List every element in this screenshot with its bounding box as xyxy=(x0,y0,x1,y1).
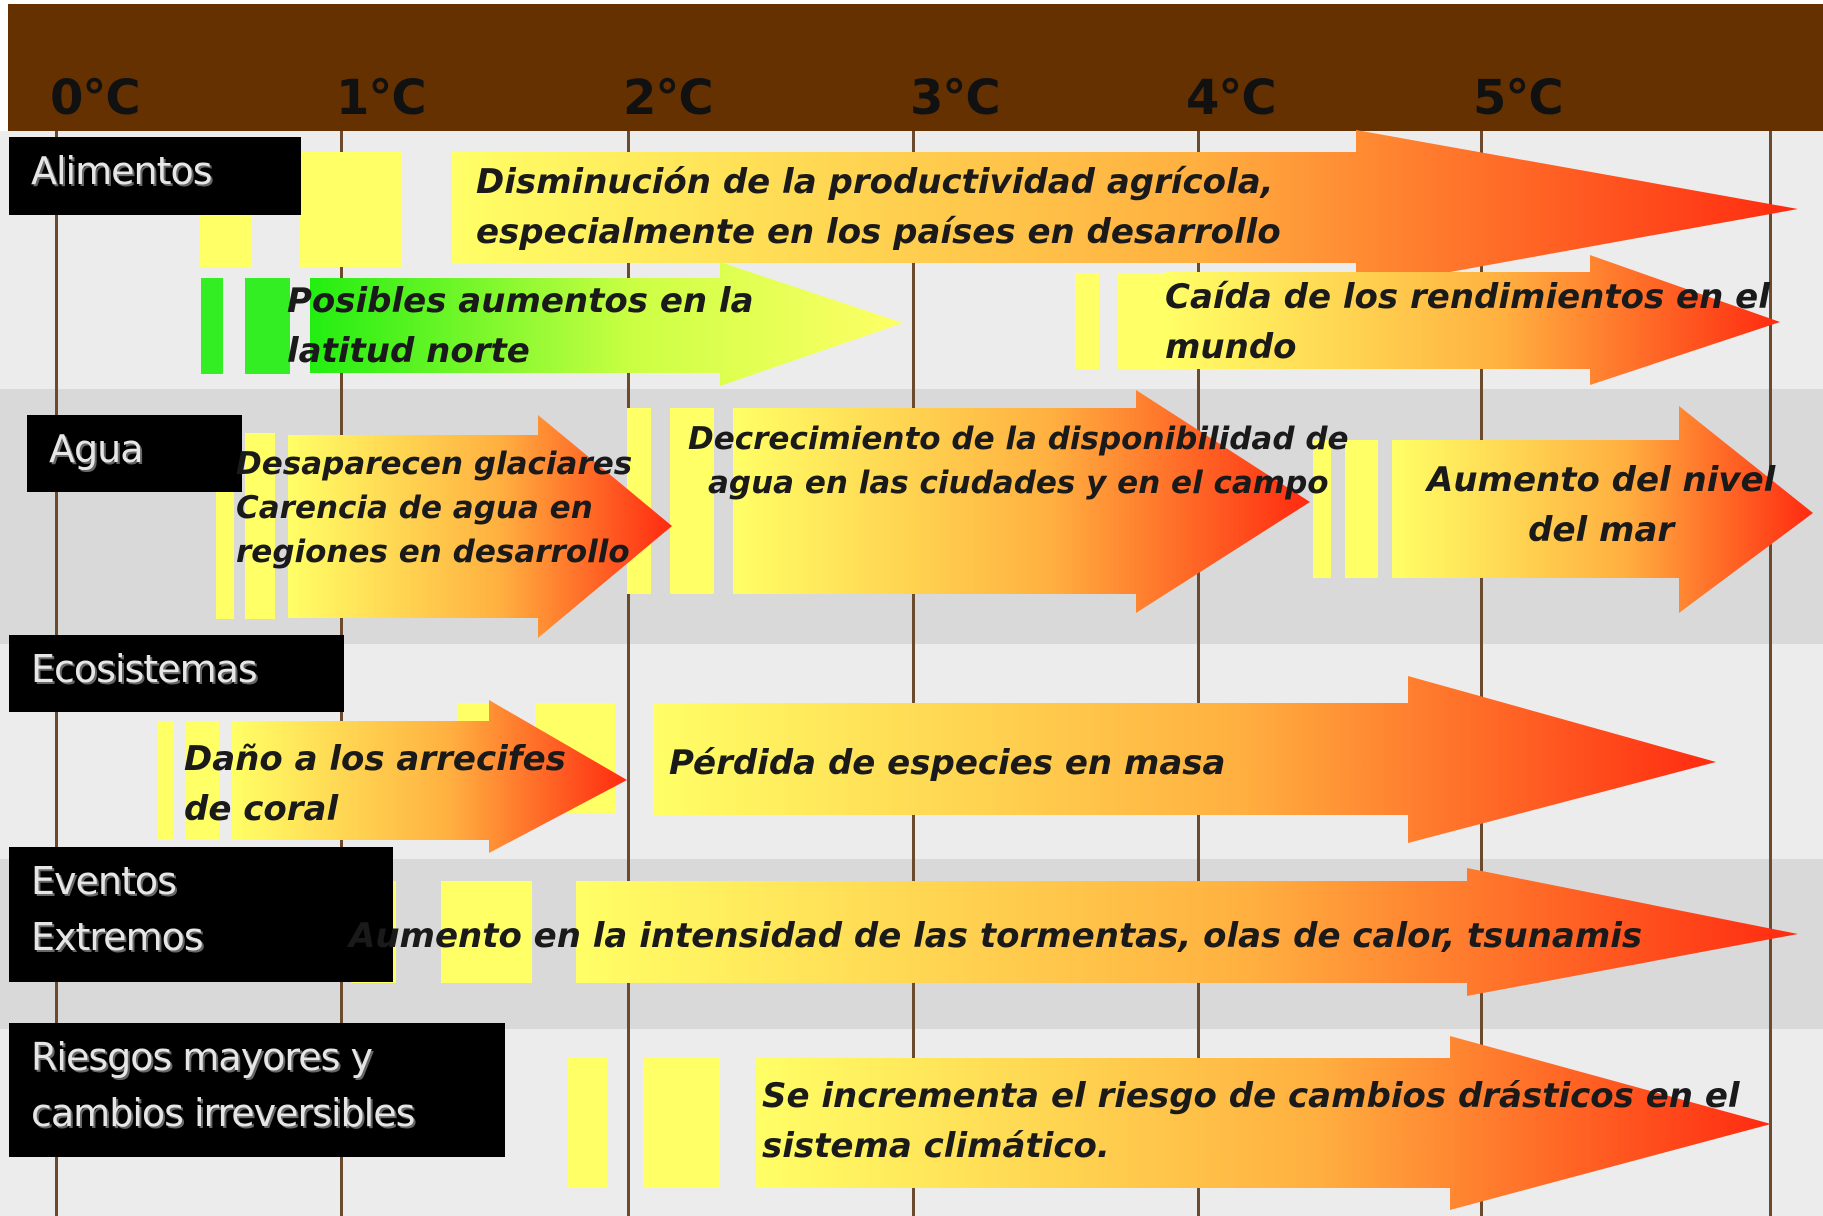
impact-text-line: Se incrementa el riesgo de cambios drást… xyxy=(762,1076,1740,1116)
temperature-axis-bar xyxy=(8,4,1823,131)
tick-label-0c: 0°C xyxy=(50,70,141,126)
impact-text-line: Aumento en la intensidad de las tormenta… xyxy=(349,916,1643,956)
tick-label-5c: 5°C xyxy=(1473,70,1564,126)
gridline-3c xyxy=(912,131,915,1216)
category-label-ecosystems: Ecosistemas xyxy=(9,635,344,712)
arrow-eco-species xyxy=(653,676,1716,843)
impact-text-line: de coral xyxy=(184,789,339,829)
tick-label-3c: 3°C xyxy=(910,70,1001,126)
category-label-risks: Riesgos mayores y cambios irreversibles xyxy=(9,1023,505,1157)
transition-block xyxy=(441,881,532,983)
impact-text-line: Carencia de agua en xyxy=(236,490,593,526)
arrow-water-sea-level xyxy=(1392,406,1813,613)
tick-label-2c: 2°C xyxy=(623,70,714,126)
category-label-extreme-events-line: Extremos xyxy=(31,915,204,959)
category-label-extreme-events: Eventos Extremos xyxy=(9,847,393,982)
impact-text-line: regiones en desarrollo xyxy=(236,534,630,570)
transition-block xyxy=(1118,273,1165,369)
impact-text-extreme-storms: Aumento en la intensidad de las tormenta… xyxy=(349,911,1642,961)
category-label-water: Agua xyxy=(27,415,242,492)
category-label-water-text: Agua xyxy=(49,427,144,471)
transition-block xyxy=(200,205,252,267)
tick-label-1c: 1°C xyxy=(336,70,427,126)
category-label-risks-line: cambios irreversibles xyxy=(31,1091,415,1135)
impact-text-line: mundo xyxy=(1165,327,1297,367)
arrow-risks-climate xyxy=(756,1036,1771,1210)
transition-block xyxy=(1345,440,1378,578)
arrow-food-yields xyxy=(1165,255,1780,385)
impact-text-food-productivity: Disminución de la productividad agrícola… xyxy=(476,157,1281,257)
category-label-food-text: Alimentos xyxy=(31,149,213,193)
transition-block xyxy=(300,152,402,267)
transition-block xyxy=(1075,273,1099,369)
arrow-eco-coral xyxy=(232,700,627,853)
transition-block xyxy=(245,433,275,619)
category-label-food: Alimentos xyxy=(9,137,301,215)
impact-text-eco-coral: Daño a los arrecifes de coral xyxy=(184,734,566,834)
arrow-extreme-storms xyxy=(576,868,1798,996)
impact-text-line: Disminución de la productividad agrícola… xyxy=(476,162,1274,202)
impact-text-line: agua en las ciudades y en el campo xyxy=(707,465,1329,501)
impact-text-water-sea-level: Aumento del nivel del mar xyxy=(1427,455,1775,555)
impact-text-line: Aumento del nivel xyxy=(1427,460,1776,500)
impact-text-line: Caída de los rendimientos en el xyxy=(1165,277,1770,317)
impact-text-food-yields: Caída de los rendimientos en el mundo xyxy=(1165,272,1770,372)
impact-text-line: especialmente en los países en desarroll… xyxy=(476,212,1281,252)
category-label-ecosystems-line: Ecosistemas xyxy=(31,647,258,691)
transition-block xyxy=(1313,440,1331,578)
gridline-2c xyxy=(627,131,630,1216)
arrow-water-availability xyxy=(733,390,1310,613)
transition-block xyxy=(158,721,174,840)
gridline-4c xyxy=(1197,131,1200,1216)
impact-text-line: Posibles aumentos en la xyxy=(287,281,754,321)
impact-text-line: Decrecimiento de la disponibilidad de xyxy=(688,421,1349,457)
impact-text-water-glaciers: Desaparecen glaciares Carencia de agua e… xyxy=(236,442,632,574)
arrow-food-productivity xyxy=(452,130,1798,289)
category-label-extreme-events-line: Eventos xyxy=(31,859,177,903)
arrow-water-glaciers xyxy=(288,415,672,638)
impact-text-line: del mar xyxy=(1528,510,1675,550)
gridline-6c xyxy=(1769,131,1772,1216)
category-label-risks-line: Riesgos mayores y xyxy=(31,1035,373,1079)
arrow-food-north xyxy=(310,262,903,386)
transition-block xyxy=(186,721,219,840)
transition-block-green xyxy=(201,278,223,374)
impact-text-line: sistema climático. xyxy=(762,1126,1110,1166)
impact-text-line: latitud norte xyxy=(287,331,530,371)
impact-text-eco-species: Pérdida de especies en masa xyxy=(669,738,1225,788)
impact-text-line: Desaparecen glaciares xyxy=(236,446,633,482)
transition-block-green xyxy=(245,278,290,374)
impact-text-food-north: Posibles aumentos en la latitud norte xyxy=(287,276,754,376)
tick-label-4c: 4°C xyxy=(1186,70,1277,126)
impact-text-line: Daño a los arrecifes xyxy=(184,739,566,779)
impact-text-risks-climate: Se incrementa el riesgo de cambios drást… xyxy=(762,1071,1740,1171)
transition-block xyxy=(670,408,714,594)
impact-text-water-availability: Decrecimiento de la disponibilidad de ag… xyxy=(688,417,1349,505)
transition-block xyxy=(568,1058,607,1188)
impact-text-line: Pérdida de especies en masa xyxy=(669,743,1226,783)
gridline-5c xyxy=(1480,131,1483,1216)
transition-block xyxy=(643,1058,720,1188)
